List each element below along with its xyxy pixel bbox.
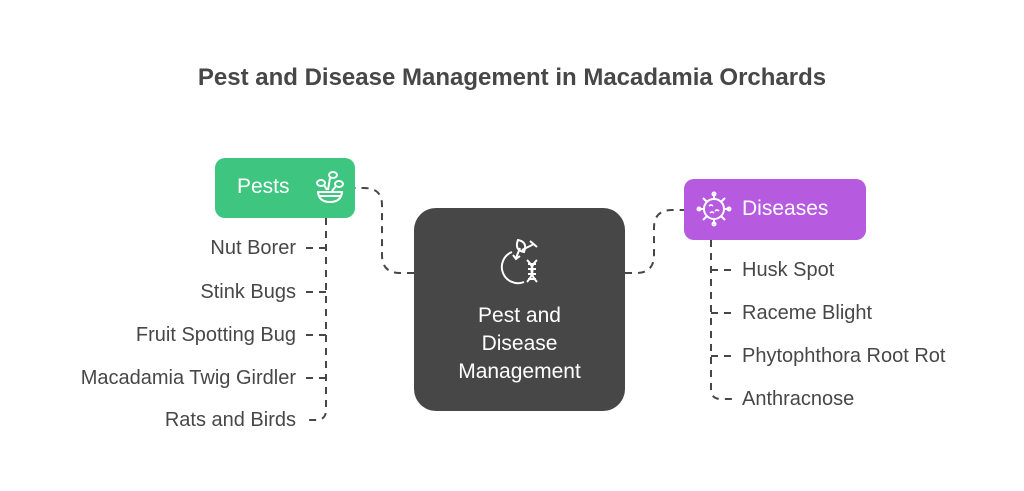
connector-center-diseases [625,209,684,274]
center-node[interactable]: Pest and Disease Management [414,208,625,411]
center-label-line-3: Management [458,360,581,383]
pest-item-fruit-spotting-bug: Fruit Spotting Bug [135,324,296,346]
apple-dna-icon [490,234,550,299]
diseases-node[interactable]: Diseases [684,179,866,240]
virus-icon [696,191,732,232]
pest-item-macadamia-twig-girdler: Macadamia Twig Girdler [80,367,296,389]
connector-center-pests [355,187,414,274]
center-label-line-2: Disease [481,332,558,355]
disease-item-anthracnose: Anthracnose [742,388,855,410]
diseases-label: Diseases [742,197,829,220]
pests-label: Pests [237,175,290,198]
center-label-line-1: Pest and [478,304,561,327]
pests-trunk [306,218,327,421]
disease-item-husk-spot: Husk Spot [742,259,835,281]
sprout-bowl-icon [315,170,345,211]
pest-item-nut-borer: Nut Borer [210,237,296,259]
center-label: Pest and Disease Management [414,302,625,386]
diseases-trunk [710,240,733,400]
disease-item-phytophthora-root-rot: Phytophthora Root Rot [742,345,946,367]
pests-node[interactable]: Pests [215,158,355,218]
pest-item-stink-bugs: Stink Bugs [200,281,296,303]
disease-item-raceme-blight: Raceme Blight [742,302,873,324]
pest-item-rats-and-birds: Rats and Birds [164,409,296,431]
diagram-title: Pest and Disease Management in Macadamia… [197,64,827,91]
